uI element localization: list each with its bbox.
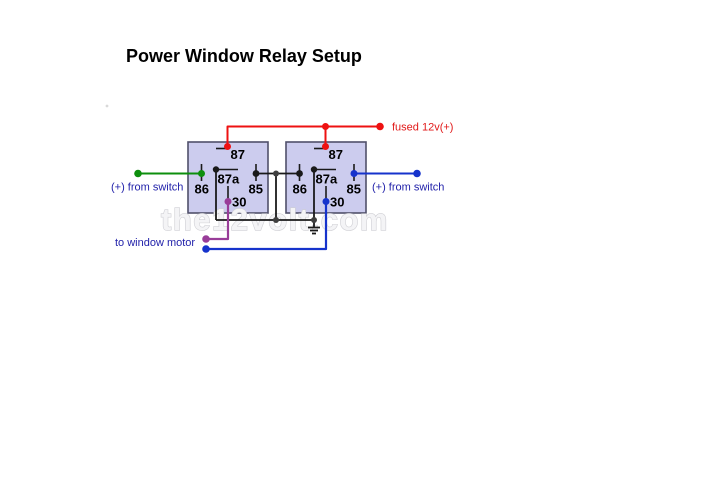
left-switch-label: (+) from switch — [111, 182, 183, 194]
left-switch-endpoint-dot — [134, 169, 142, 178]
right-87a-pin-dot — [310, 166, 318, 173]
coil-link-junction-dot — [273, 170, 279, 177]
right-pin-87-label: 87 — [329, 147, 343, 162]
page-title: Power Window Relay Setup — [126, 46, 362, 66]
right-pin-86-label: 86 — [293, 182, 307, 197]
left-87a-pin-dot — [212, 166, 220, 173]
left-30-connection-dot — [224, 198, 232, 205]
left-pin-87-label: 87 — [231, 147, 245, 162]
power-junction-dot — [322, 123, 329, 130]
left-motor-wire — [206, 201, 230, 241]
right-switch-wire-network — [350, 169, 421, 178]
right-motor-wire — [206, 201, 328, 251]
left-motor-wire-network — [202, 198, 232, 243]
right-85-connection-dot — [350, 170, 358, 177]
left-86-connection-dot — [198, 170, 205, 177]
fused-12v-label: fused 12v(+) — [392, 122, 453, 134]
power-wire-network — [224, 122, 384, 150]
left-switch-wire-network — [134, 169, 205, 178]
ground-wire-network — [215, 169, 320, 235]
right-pin-85-label: 85 — [347, 182, 361, 197]
right-pin-30-label: 30 — [330, 195, 344, 210]
right-motor-wire-network — [202, 198, 330, 253]
right-30-connection-dot — [322, 198, 330, 205]
window-motor-label: to window motor — [115, 237, 195, 249]
ground-symbol — [308, 226, 320, 235]
left-pin-30-label: 30 — [232, 195, 246, 210]
left-pin-85-label: 85 — [249, 182, 263, 197]
left-87-connection-dot — [224, 143, 231, 150]
right-switch-label: (+) from switch — [372, 182, 444, 194]
ground-junction-dot — [273, 217, 279, 223]
right-pin-87a-label: 87a — [316, 172, 338, 187]
power-endpoint-dot — [376, 122, 384, 131]
ground-symbol-junction-dot — [311, 217, 317, 223]
fused-12v-wire — [226, 125, 380, 147]
left-motor-endpoint-dot — [202, 235, 210, 243]
right-87-connection-dot — [322, 143, 329, 150]
left-pin-87a-label: 87a — [218, 172, 240, 187]
left-pin-86-label: 86 — [195, 182, 209, 197]
artifact-speck — [105, 104, 109, 108]
right-switch-endpoint-dot — [413, 169, 421, 178]
right-motor-endpoint-dot — [202, 245, 210, 253]
